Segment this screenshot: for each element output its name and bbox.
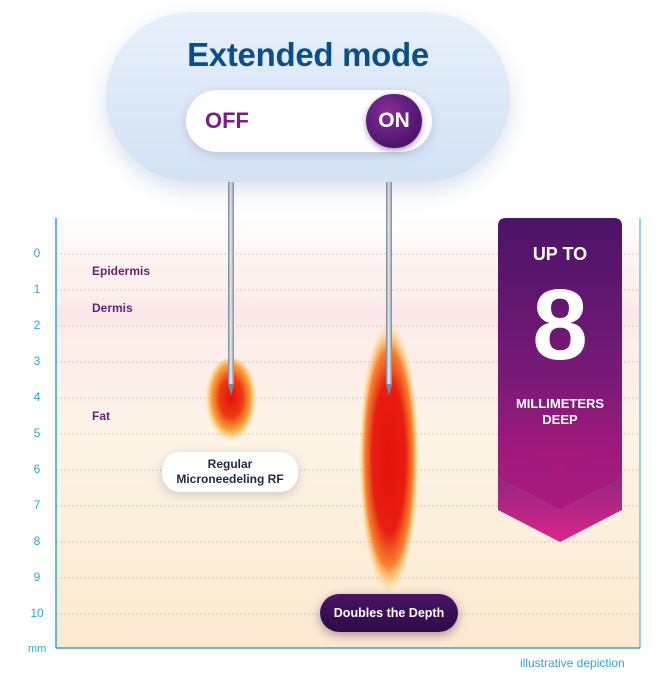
layer-dermis: Dermis [92, 301, 133, 315]
depth-tick-0: 0 [33, 246, 41, 260]
regular-needle [228, 152, 234, 396]
depth-tick-1: 1 [33, 282, 41, 296]
illustrative-caption: illustrative depiction [520, 656, 625, 670]
depth-badge [498, 218, 622, 542]
toggle-off-label[interactable]: OFF [205, 108, 249, 134]
extended-needle [386, 152, 392, 396]
regular-heat-zone [205, 358, 257, 446]
depth-tick-10: 10 [30, 606, 44, 620]
badge-number: 8 [532, 269, 588, 381]
regular-rf-label: Regular Microneedeling RF [162, 452, 298, 492]
depth-tick-3: 3 [33, 354, 41, 368]
toggle-on-label[interactable]: ON [378, 109, 410, 132]
badge-deep: DEEP [542, 412, 578, 427]
depth-tick-2: 2 [33, 318, 41, 332]
badge-millimeters: MILLIMETERS [515, 396, 605, 411]
doubles-depth-label: Doubles the Depth [320, 594, 458, 632]
badge-up-to: UP TO [532, 244, 588, 264]
layer-epidermis: Epidermis [92, 264, 151, 278]
depth-tick-6: 6 [33, 462, 41, 476]
depth-unit: mm [28, 643, 47, 655]
off-label-text: OFF [205, 108, 249, 133]
depth-tick-5: 5 [33, 426, 41, 440]
mode-title: Extended mode [187, 36, 429, 73]
depth-tick-8: 8 [33, 534, 41, 548]
depth-tick-4: 4 [33, 390, 41, 404]
toggle-on-knob[interactable] [366, 94, 422, 148]
layer-fat: Fat [92, 409, 110, 423]
depth-tick-9: 9 [33, 570, 41, 584]
extended-heat-zone [359, 323, 419, 593]
depth-tick-7: 7 [33, 498, 41, 512]
